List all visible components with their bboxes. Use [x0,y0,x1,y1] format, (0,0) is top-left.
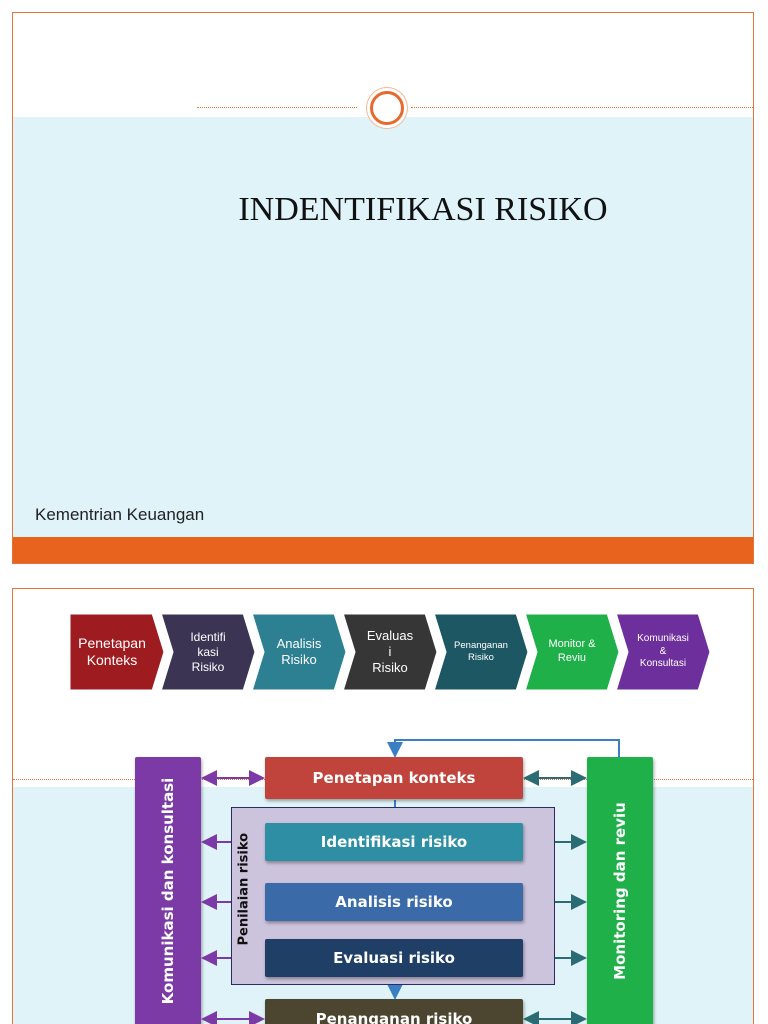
process-step-shape [249,611,349,693]
process-step-6: Monitor & Reviu [522,611,622,693]
title-slide: INDENTIFIKASI RISIKO Kementrian Keuangan [12,12,754,564]
process-step-shape [431,611,531,693]
slide-background-band [13,117,753,537]
evaluation-box: Evaluasi risiko [265,939,523,977]
process-step-1: Penetapan Konteks [67,611,167,693]
monitoring-bar-label: Monitoring dan reviu [611,802,629,980]
divider-line-left [197,107,357,108]
divider-line-right [411,107,753,108]
process-step-label: Komunikasi & Konsultasi [637,633,689,670]
process-step-2: Identifi kasi Risiko [158,611,258,693]
process-step-shape [340,611,440,693]
process-step-label: Identifi kasi Risiko [190,629,226,674]
ring-ornament-icon [370,91,404,125]
process-step-5: Penanganan Risiko [431,611,531,693]
footer-accent-bar [13,537,753,563]
process-step-7: Komunikasi & Konsultasi [613,611,713,693]
process-steps-row: Penetapan Konteks Identifi kasi Risiko Ana… [67,611,717,693]
monitoring-bar: Monitoring dan reviu [587,757,653,1024]
communication-bar-label: Komunikasi dan konsultasi [159,777,177,1005]
slide-title: INDENTIFIKASI RISIKO [238,191,608,228]
process-step-4: Evaluas i Risiko [340,611,440,693]
feedback-loop-arrow [387,739,620,758]
process-step-shape [522,611,622,693]
risk-assessment-label: Penilaian risiko [236,832,252,946]
treatment-box: Penanganan risiko [265,999,523,1024]
process-step-shape [67,611,167,693]
identification-box: Identifikasi risiko [265,823,523,861]
communication-bar: Komunikasi dan konsultasi [135,757,201,1024]
process-step-label: Analisis Risiko [276,635,322,667]
process-step-shape [158,611,258,693]
process-step-label: Penanganan Risiko [454,640,508,663]
analysis-box: Analisis risiko [265,883,523,921]
process-step-label: Monitor & Reviu [548,638,596,664]
process-step-shape [613,611,713,693]
process-step-label: Evaluas i Risiko [366,627,414,676]
context-box: Penetapan konteks [265,757,523,799]
process-step-3: Analisis Risiko [249,611,349,693]
process-step-label: Penetapan Konteks [78,634,146,669]
slide-footer-text: Kementrian Keuangan [35,505,205,524]
